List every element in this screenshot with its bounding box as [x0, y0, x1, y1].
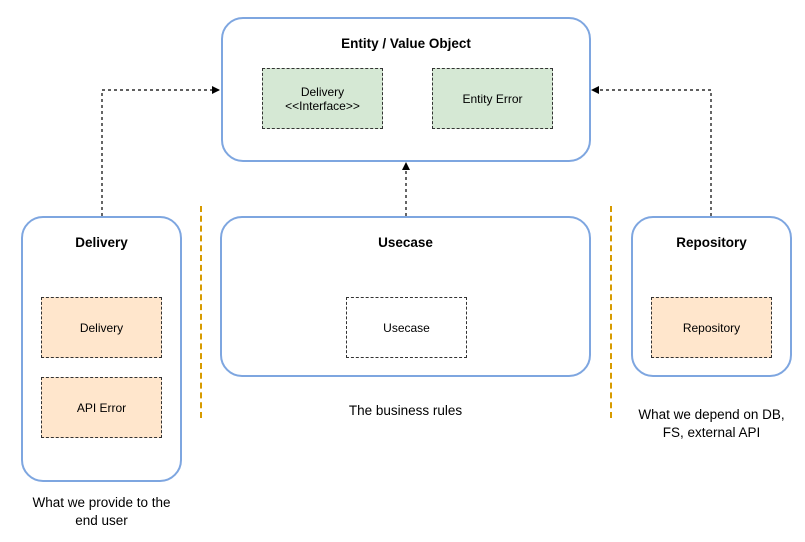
usecase-title: Usecase [378, 235, 433, 250]
delivery-box: Delivery [41, 297, 162, 358]
repository-label: Repository [682, 320, 741, 335]
divider-left [200, 206, 202, 418]
entity-container: Entity / Value Object Delivery <<Interfa… [221, 17, 591, 162]
delivery-interface-box: Delivery <<Interface>> [262, 68, 383, 129]
usecase-caption: The business rules [348, 403, 463, 418]
delivery-caption: What we provide to the end user [32, 495, 171, 528]
api-error-label: API Error [76, 400, 127, 415]
entity-error-box: Entity Error [432, 68, 553, 129]
interface-stereotype-label: <<Interface>> [285, 98, 360, 113]
entity-title: Entity / Value Object [341, 36, 471, 51]
delivery-title: Delivery [75, 235, 128, 250]
usecase-box: Usecase [346, 297, 467, 358]
api-error-box: API Error [41, 377, 162, 438]
repository-to-entity-arrow [591, 86, 712, 216]
usecase-label: Usecase [383, 320, 430, 335]
entity-error-label: Entity Error [462, 91, 523, 106]
delivery-container: Delivery Delivery API Error [21, 216, 182, 482]
repository-title: Repository [676, 235, 747, 250]
divider-right [610, 206, 612, 418]
delivery-to-entity-arrow [101, 86, 220, 216]
usecase-container: Usecase Usecase [220, 216, 591, 377]
repository-caption: What we depend on DB, FS, external API [638, 407, 785, 440]
repository-container: Repository Repository [631, 216, 792, 377]
delivery-interface-label: Delivery [300, 84, 345, 99]
delivery-label: Delivery [79, 320, 124, 335]
repository-box: Repository [651, 297, 772, 358]
